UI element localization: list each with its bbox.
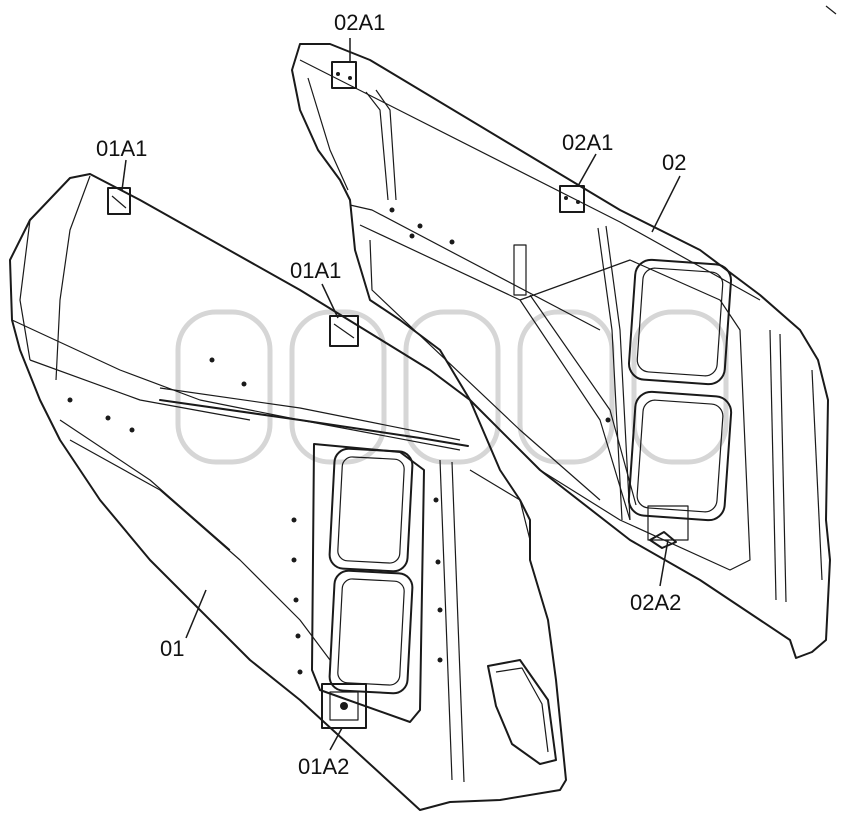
watermark-logo [175, 309, 729, 465]
label-01a1-top: 01A1 [96, 136, 147, 161]
leader-01a1-mid [321, 283, 339, 319]
label-01a1-mid: 01A1 [290, 258, 341, 283]
door-panel-01 [9, 173, 567, 811]
label-02a2: 02A2 [630, 590, 681, 615]
leader-01a1-top [121, 159, 127, 191]
leader-lines [121, 38, 681, 751]
leader-02 [651, 175, 681, 233]
leader-01a2 [329, 727, 343, 751]
label-01a2: 01A2 [298, 754, 349, 779]
label-02a1-top: 02A1 [334, 10, 385, 35]
label-panel-01: 01 [160, 636, 184, 661]
leader-01 [185, 589, 207, 639]
corner-tick [825, 5, 837, 15]
leader-02a1-mid [577, 153, 597, 187]
hinge-01a1-mid-shape [329, 315, 359, 347]
label-02a1-mid: 02A1 [562, 130, 613, 155]
label-panel-02: 02 [662, 150, 686, 175]
hinge-01a1-top-shape [107, 187, 131, 215]
latch-01a2-shape [321, 683, 367, 729]
callout-labels: 02A1 02A1 02 01A1 01A1 01 01A2 02A2 [96, 10, 686, 779]
leader-02a2 [659, 539, 669, 587]
door-panel-02 [291, 43, 831, 659]
hinge-02a1-top-shape [331, 61, 357, 89]
hinge-02a1-mid-shape [559, 185, 585, 213]
